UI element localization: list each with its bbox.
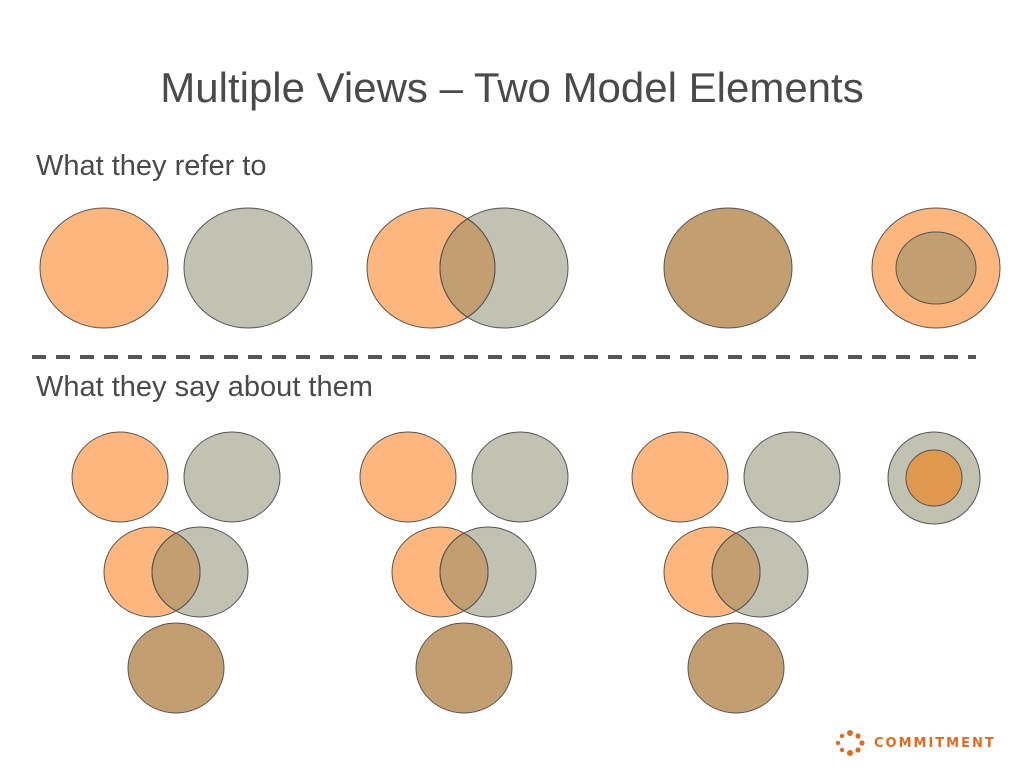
logo-dot	[859, 740, 865, 746]
logo-dot	[839, 747, 845, 753]
brand-name: COMMITMENT	[874, 735, 996, 751]
element-a-circle	[631, 431, 729, 523]
inner-circle	[905, 449, 963, 507]
refer-contained	[871, 207, 1001, 329]
overlap-outline	[711, 532, 761, 612]
logo-dot	[855, 747, 861, 753]
brand-logo: COMMITMENT	[834, 730, 996, 756]
say-contained	[887, 431, 981, 525]
merged-circle	[663, 207, 793, 329]
element-b-circle	[183, 207, 313, 329]
logo-dot	[839, 733, 845, 739]
say-group-3	[631, 431, 841, 714]
merged-circle	[687, 622, 785, 714]
element-a-circle	[71, 431, 169, 523]
say-group-1	[71, 431, 281, 714]
overlap-outline	[439, 532, 489, 612]
element-a-circle	[359, 431, 457, 523]
element-b-circle	[471, 431, 569, 523]
say-group-2	[359, 431, 569, 714]
element-a-circle	[39, 207, 169, 329]
refer-disjoint	[39, 207, 313, 329]
element-b-circle	[743, 431, 841, 523]
merged-circle	[415, 622, 513, 714]
merged-circle	[127, 622, 225, 714]
section-label-say: What they say about them	[36, 371, 373, 403]
overlap-outline	[151, 532, 201, 612]
section-label-refer: What they refer to	[36, 150, 267, 182]
slide-title: Multiple Views – Two Model Elements	[160, 64, 864, 111]
logo-dot	[855, 733, 861, 739]
logo-dot	[847, 730, 853, 736]
overlap-outline	[439, 218, 496, 318]
inner-circle	[895, 231, 977, 305]
logo-dot	[835, 740, 841, 746]
logo-dot	[847, 750, 853, 756]
refer-overlap	[366, 207, 569, 329]
commitment-logo-icon	[835, 730, 865, 756]
element-b-circle	[183, 431, 281, 523]
refer-same	[663, 207, 793, 329]
